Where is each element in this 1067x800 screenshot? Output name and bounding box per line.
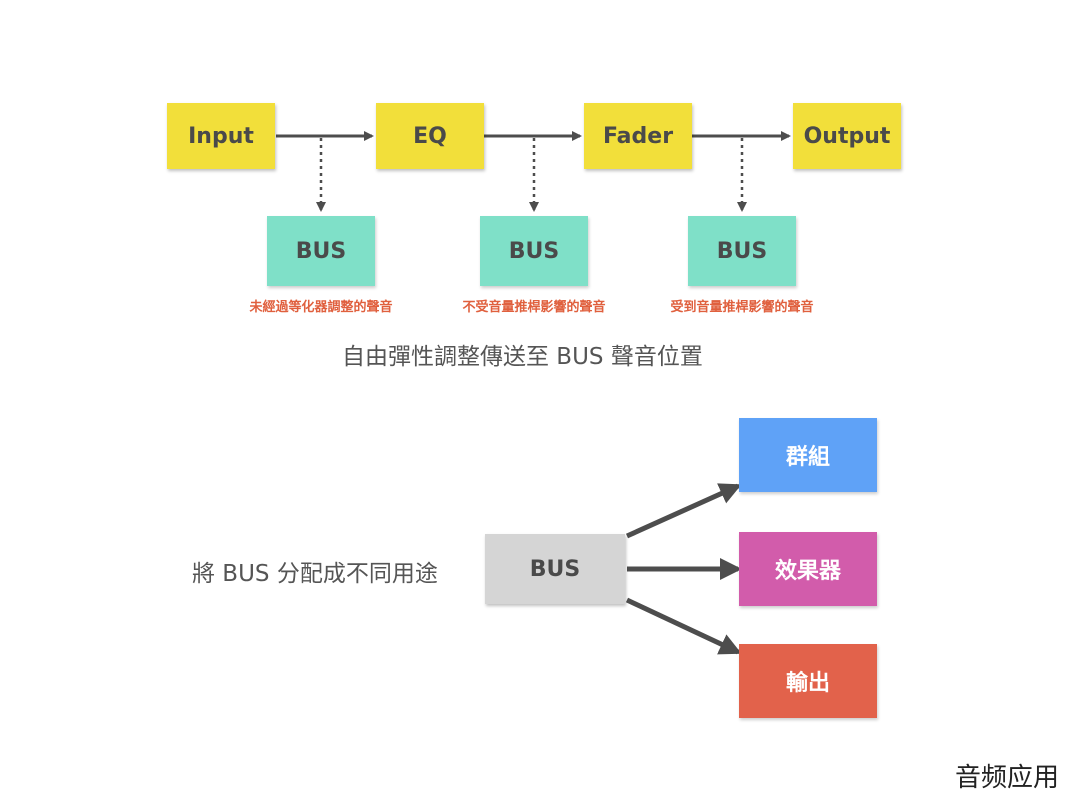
bus-pre-fader: BUS — [480, 216, 588, 286]
bus-caption-post-fader: 受到音量推桿影響的聲音 — [670, 300, 814, 315]
bus-post-fader: BUS — [688, 216, 796, 286]
node-eq: EQ — [376, 103, 484, 169]
dest-effects: 效果器 — [739, 532, 877, 606]
dest-output: 輸出 — [739, 644, 877, 718]
node-fader: Fader — [584, 103, 692, 169]
routing-source-bus: BUS — [485, 534, 625, 604]
bus-pre-eq: BUS — [267, 216, 375, 286]
node-input: Input — [167, 103, 275, 169]
signal-chain-summary: 自由彈性調整傳送至 BUS 聲音位置 — [342, 344, 703, 370]
arrow-bus-to-group — [625, 483, 742, 539]
dest-group: 群組 — [739, 418, 877, 492]
arrow-bus-to-output — [625, 597, 742, 655]
bus-caption-pre-fader: 不受音量推桿影響的聲音 — [462, 300, 606, 315]
bus-caption-pre-eq: 未經過等化器調整的聲音 — [249, 300, 393, 315]
node-output: Output — [793, 103, 901, 169]
routing-description: 將 BUS 分配成不同用途 — [192, 561, 438, 587]
watermark-text: 音频应用 — [954, 763, 1059, 793]
